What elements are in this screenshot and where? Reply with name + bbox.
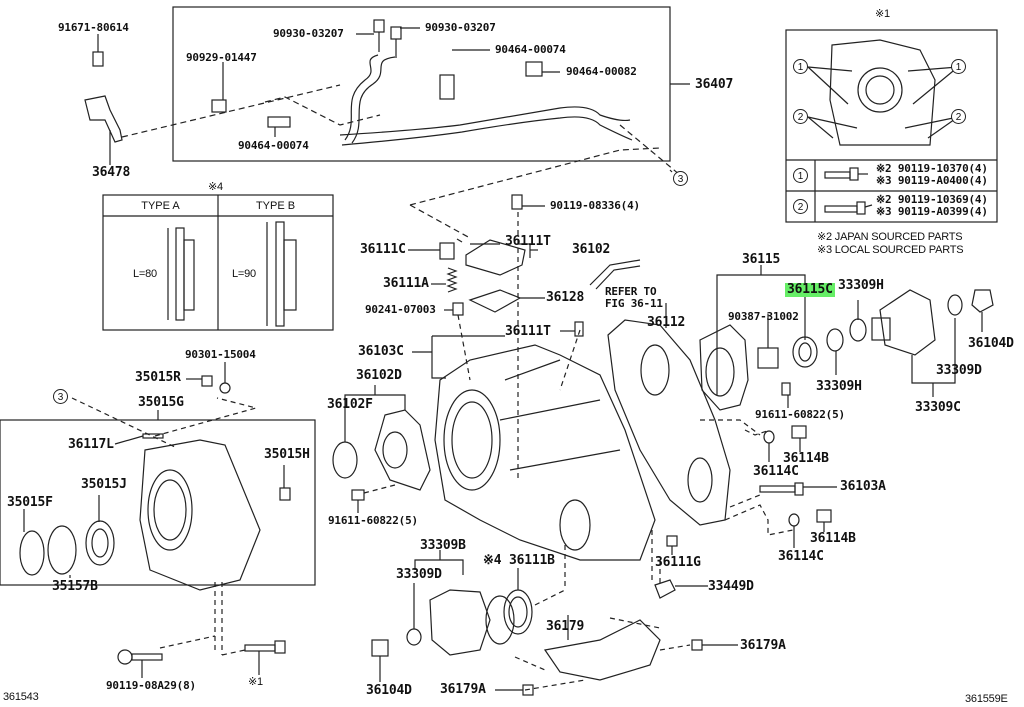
inset1-row2-line2: ※3 90119-A0399(4) — [876, 205, 988, 218]
part-label-90929-01447[interactable]: 90929-01447 — [186, 51, 257, 64]
part-label-90387-31002[interactable]: 90387-31002 — [728, 310, 799, 323]
part-label-36128[interactable]: 36128 — [546, 290, 585, 305]
part-label-36179A-b[interactable]: 36179A — [440, 682, 486, 697]
part-label-36114C-a[interactable]: 36114C — [753, 464, 799, 479]
inset1-title: ※1 — [875, 8, 890, 20]
part-label-36114B-a[interactable]: 36114B — [783, 451, 829, 466]
part-label-36112[interactable]: 36112 — [647, 315, 686, 330]
part-label-36104D-a[interactable]: 36104D — [968, 336, 1014, 351]
part-label-36103C[interactable]: 36103C — [358, 344, 404, 359]
part-label-90930-03207-a[interactable]: 90930-03207 — [273, 27, 344, 40]
bottom-parts-drawing — [371, 530, 738, 696]
figure-id-right: 361559E — [965, 693, 1008, 705]
inset1-callout-2-left: 2 — [793, 109, 808, 124]
part-label-36111B[interactable]: ※4 36111B — [483, 553, 555, 568]
part-label-36111C[interactable]: 36111C — [360, 242, 406, 257]
callout-3-top: 3 — [673, 171, 688, 186]
part-label-33309B[interactable]: 33309B — [420, 538, 466, 553]
part-label-35015F[interactable]: 35015F — [7, 495, 53, 510]
inset1-callout-2-right: 2 — [951, 109, 966, 124]
part-label-36111T-b[interactable]: 36111T — [505, 324, 551, 339]
part-label-33309D-a[interactable]: 33309D — [936, 363, 982, 378]
part-label-36115C-highlighted[interactable]: 36115C — [785, 282, 835, 297]
callout-3-left: 3 — [53, 389, 68, 404]
transfer-case-housing-drawing — [434, 344, 656, 561]
part-label-91611-60822-b[interactable]: 91611-60822(5) — [328, 514, 418, 527]
part-label-36407[interactable]: 36407 — [695, 77, 734, 92]
note-1-bottom: ※1 — [248, 676, 263, 688]
part-label-36102D[interactable]: 36102D — [356, 368, 402, 383]
inset1-row1-key: 1 — [793, 168, 808, 183]
part-label-36103A[interactable]: 36103A — [840, 479, 886, 494]
part-label-36111A[interactable]: 36111A — [383, 276, 429, 291]
part-label-91611-60822-a[interactable]: 91611-60822(5) — [755, 408, 845, 421]
part-label-35015J[interactable]: 35015J — [81, 477, 127, 492]
inset1-row1-line1: ※2 90119-10370(4) — [876, 162, 988, 175]
hose-fitting-icons — [211, 19, 543, 128]
bracket-36478-drawing — [84, 51, 123, 143]
part-label-33309D-b[interactable]: 33309D — [396, 567, 442, 582]
inset4-col-a-header: TYPE A — [141, 200, 180, 212]
part-label-91671-80614[interactable]: 91671-80614 — [58, 21, 129, 34]
part-label-36117L[interactable]: 36117L — [68, 437, 114, 452]
part-label-36102F[interactable]: 36102F — [327, 397, 373, 412]
inset1-row1-line2: ※3 90119-A0400(4) — [876, 174, 988, 187]
part-label-35015G[interactable]: 35015G — [138, 395, 184, 410]
inset4-col-b-header: TYPE B — [255, 200, 296, 212]
extension-housing-drawing — [332, 385, 431, 513]
part-label-33309C[interactable]: 33309C — [915, 400, 961, 415]
inset1-callout-1-right: 1 — [951, 59, 966, 74]
inset1-row2-line1: ※2 90119-10369(4) — [876, 193, 988, 206]
part-label-90464-00074-a[interactable]: 90464-00074 — [495, 43, 566, 56]
refer-note-line2[interactable]: FIG 36-11 — [605, 297, 663, 310]
oil-pipe-drawing — [339, 54, 633, 146]
inset1-row2-key: 2 — [793, 199, 808, 214]
figure-id-left: 361543 — [3, 691, 39, 703]
part-label-35015H[interactable]: 35015H — [264, 447, 310, 462]
part-label-36104D-b[interactable]: 36104D — [366, 683, 412, 698]
inset-bolt-table — [785, 29, 998, 223]
part-label-36111G[interactable]: 36111G — [655, 555, 701, 570]
part-label-36114C-b[interactable]: 36114C — [778, 549, 824, 564]
front-case-drawing — [0, 362, 316, 678]
part-label-36115[interactable]: 36115 — [742, 252, 781, 267]
part-label-36478[interactable]: 36478 — [92, 165, 131, 180]
part-label-36102[interactable]: 36102 — [572, 242, 611, 257]
part-label-90301-15004[interactable]: 90301-15004 — [185, 348, 256, 361]
part-label-33309H-b[interactable]: 33309H — [816, 379, 862, 394]
part-label-90241-07003[interactable]: 90241-07003 — [365, 303, 436, 316]
part-label-35157B[interactable]: 35157B — [52, 579, 98, 594]
part-label-36111T-a[interactable]: 36111T — [505, 234, 551, 249]
part-label-33309H-a[interactable]: 33309H — [838, 278, 884, 293]
rear-case-drawing — [607, 303, 731, 526]
part-label-90119-08A29[interactable]: 90119-08A29(8) — [106, 679, 196, 692]
part-label-90119-08336[interactable]: 90119-08336(4) — [550, 199, 640, 212]
note-japan-sourced: ※2 JAPAN SOURCED PARTS — [817, 231, 963, 243]
part-label-36179A-a[interactable]: 36179A — [740, 638, 786, 653]
pipe-assembly-frame — [172, 6, 671, 162]
inset4-col-a-length: L=80 — [133, 268, 157, 280]
inset4-col-b-length: L=90 — [232, 268, 256, 280]
inset4-title: ※4 — [208, 181, 223, 193]
note-local-sourced: ※3 LOCAL SOURCED PARTS — [817, 244, 964, 256]
part-label-33449D[interactable]: 33449D — [708, 579, 754, 594]
leader-lines-top — [97, 27, 560, 165]
output-parts-drawing — [699, 265, 994, 548]
part-label-90464-00082[interactable]: 90464-00082 — [566, 65, 637, 78]
part-label-90930-03207-b[interactable]: 90930-03207 — [425, 21, 496, 34]
part-label-90464-00074-b[interactable]: 90464-00074 — [238, 139, 309, 152]
refer-note-line1[interactable]: REFER TO — [605, 285, 657, 298]
inset1-callout-1-left: 1 — [793, 59, 808, 74]
inset-type-table — [102, 194, 334, 331]
part-label-35015R[interactable]: 35015R — [135, 370, 181, 385]
part-label-36179[interactable]: 36179 — [546, 619, 585, 634]
part-label-36114B-b[interactable]: 36114B — [810, 531, 856, 546]
